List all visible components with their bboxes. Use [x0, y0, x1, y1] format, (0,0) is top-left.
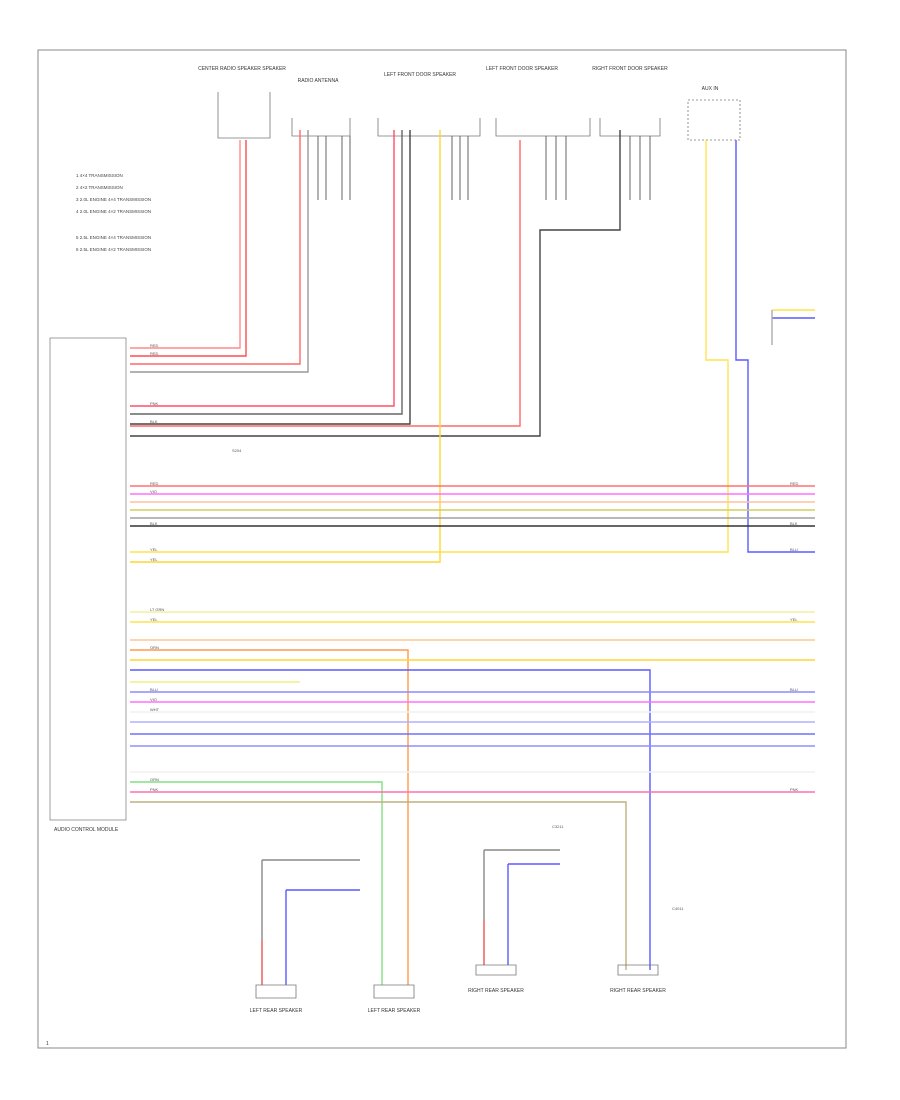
- connector-right-front-1: [495, 118, 591, 137]
- svg-text:RED: RED: [790, 481, 799, 486]
- short-wires: [317, 136, 651, 200]
- svg-text:GRN: GRN: [150, 777, 159, 782]
- bottom-label-4: RIGHT REAR SPEAKER: [610, 988, 666, 994]
- bottom-label-1: LEFT REAR SPEAKER: [250, 1008, 303, 1014]
- svg-text:BLK: BLK: [790, 521, 798, 526]
- svg-text:PNK: PNK: [150, 787, 159, 792]
- speaker-left-rear-2: [373, 984, 415, 999]
- svg-text:BLK: BLK: [150, 521, 158, 526]
- legend-item-6: 6 2.5L ENGINE 4×2 TRANSMISSION: [76, 247, 151, 252]
- signal-wires: [130, 611, 815, 830]
- page-number: 1: [46, 1041, 49, 1047]
- sig-tan: [130, 801, 627, 830]
- wire-labels: RED RED PNK BLK RED VIO BLK YEL YEL LT G…: [150, 343, 799, 792]
- wire-red-4: [130, 130, 395, 407]
- speaker-left-rear-1: [255, 984, 297, 999]
- component-label-4: LEFT FRONT DOOR SPEAKER: [486, 66, 558, 72]
- wire-blue-aux: [735, 140, 815, 553]
- connector-aux: [687, 99, 741, 141]
- svg-text:VIO: VIO: [150, 697, 157, 702]
- connector-center-speaker: [217, 92, 271, 139]
- svg-text:YEL: YEL: [790, 617, 798, 622]
- legend: 1 4×4 TRANSMISSION 2 4×2 TRANSMISSION 3 …: [76, 173, 151, 252]
- speaker-right-rear-1: [475, 964, 517, 976]
- legend-item-3: 3 2.0L ENGINE 4×4 TRANSMISSION: [76, 197, 151, 202]
- svg-text:BLU: BLU: [790, 687, 798, 692]
- component-label-aux: AUX IN: [702, 86, 719, 92]
- svg-text:WHT: WHT: [150, 707, 160, 712]
- wire-red-3: [130, 130, 301, 365]
- component-label-2: RADIO ANTENNA: [298, 78, 340, 84]
- legend-item-2: 2 4×2 TRANSMISSION: [76, 185, 123, 190]
- wire-black-3: [130, 130, 621, 437]
- aux-wires: [130, 130, 815, 563]
- wire-red-5: [130, 140, 521, 427]
- splice-label-2: C3211: [552, 824, 564, 829]
- legend-item-1: 1 4×4 TRANSMISSION: [76, 173, 123, 178]
- top-component-labels: CENTER RADIO SPEAKER SPEAKER RADIO ANTEN…: [198, 66, 719, 92]
- legend-item-5: 5 2.5L ENGINE 4×4 TRANSMISSION: [76, 235, 151, 240]
- svg-text:VIO: VIO: [150, 489, 157, 494]
- wire-gray-1: [130, 130, 309, 373]
- top-connectors: [217, 92, 741, 141]
- wire-black-2: [130, 130, 411, 425]
- sig-green: [130, 781, 383, 830]
- sig-orange: [130, 649, 409, 830]
- svg-text:YEL: YEL: [150, 557, 158, 562]
- module-label: AUDIO CONTROL MODULE: [54, 827, 119, 833]
- component-label-1: CENTER RADIO SPEAKER SPEAKER: [198, 66, 286, 72]
- splice-label-1: S204: [232, 448, 242, 453]
- bottom-label-2: LEFT REAR SPEAKER: [368, 1008, 421, 1014]
- wire-yellow-aux: [130, 140, 729, 553]
- outer-frame: [37, 49, 847, 1049]
- svg-text:PNK: PNK: [150, 401, 159, 406]
- connector-right-front-2: [599, 118, 661, 137]
- wire-yellow-ant: [130, 130, 441, 563]
- module-box: [49, 337, 127, 821]
- connector-antenna: [291, 118, 351, 137]
- svg-text:YEL: YEL: [150, 617, 158, 622]
- wire-red-1: [130, 140, 241, 349]
- splice-label-3: C4011: [672, 906, 684, 911]
- svg-text:RED: RED: [150, 481, 159, 486]
- component-label-5: RIGHT FRONT DOOR SPEAKER: [592, 66, 668, 72]
- wire-black-1: [130, 130, 403, 415]
- connector-left-front: [377, 118, 481, 137]
- svg-text:RED: RED: [150, 343, 159, 348]
- speaker-right-rear-2: [617, 964, 659, 976]
- svg-text:BLU: BLU: [150, 687, 158, 692]
- sig-blue-rr: [130, 669, 651, 830]
- svg-text:BLK: BLK: [150, 419, 158, 424]
- legend-item-4: 4 2.0L ENGINE 4×2 TRANSMISSION: [76, 209, 151, 214]
- bottom-wires: [261, 830, 651, 985]
- bottom-label-3: RIGHT REAR SPEAKER: [468, 988, 524, 994]
- svg-text:PNK: PNK: [790, 787, 799, 792]
- bottom-component-labels: LEFT REAR SPEAKER LEFT REAR SPEAKER RIGH…: [250, 988, 666, 1014]
- bus-wires: [130, 485, 815, 527]
- wire-red-2: [130, 140, 247, 357]
- svg-text:BLU: BLU: [790, 547, 798, 552]
- svg-text:RED: RED: [150, 351, 159, 356]
- svg-text:LT GRN: LT GRN: [150, 607, 164, 612]
- svg-text:YEL: YEL: [150, 547, 158, 552]
- component-label-3: LEFT FRONT DOOR SPEAKER: [384, 72, 456, 78]
- svg-text:ORN: ORN: [150, 645, 159, 650]
- bottom-components: [255, 964, 659, 999]
- upper-wires: [130, 130, 621, 437]
